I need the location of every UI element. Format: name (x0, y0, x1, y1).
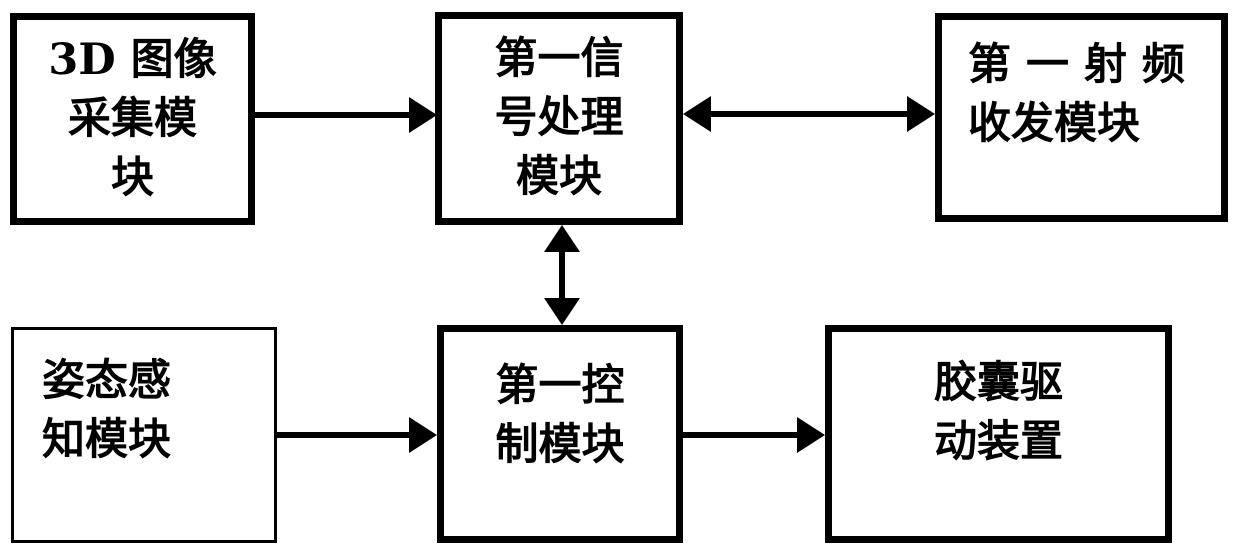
box-label-line: 号处理 (494, 93, 624, 143)
box-label-line: 采集模 (68, 93, 197, 144)
box-first-signal-processing-module: 第一信 号处理 模块 (435, 12, 683, 225)
arrow-signal-control-bidirectional (544, 225, 580, 325)
box-attitude-sensing-module: 姿态感 知模块 (11, 327, 277, 543)
box-label-line: 姿态感 (42, 356, 171, 406)
arrow-3d-image-to-signal (255, 97, 437, 133)
box-first-control-module: 第一控 制模块 (437, 325, 683, 543)
box-label-line: 第一信 (494, 34, 624, 84)
arrow-control-to-capsule (683, 417, 825, 453)
box-label-line: 制模块 (495, 420, 625, 470)
box-first-rf-transceiver-module: 第 一 射 频 收发模块 (935, 13, 1228, 222)
box-capsule-drive-device: 胶囊驱 动装置 (825, 325, 1172, 543)
box-label-line: 3D 图像 (48, 34, 217, 85)
box-label-line: 收发模块 (968, 99, 1140, 149)
box-label-line: 块 (111, 152, 154, 203)
box-label-line: 第一控 (495, 361, 625, 411)
arrow-signal-rf-bidirectional (683, 96, 935, 132)
box-label-line: 胶囊驱 (934, 358, 1063, 408)
box-label-line: 第 一 射 频 (968, 40, 1185, 90)
box-label-line: 知模块 (42, 415, 171, 465)
box-label-line: 动装置 (934, 417, 1063, 467)
box-label-line: 模块 (516, 152, 602, 202)
box-3d-image-acquisition-module: 3D 图像 采集模 块 (10, 13, 255, 225)
arrow-attitude-to-control (277, 417, 437, 453)
